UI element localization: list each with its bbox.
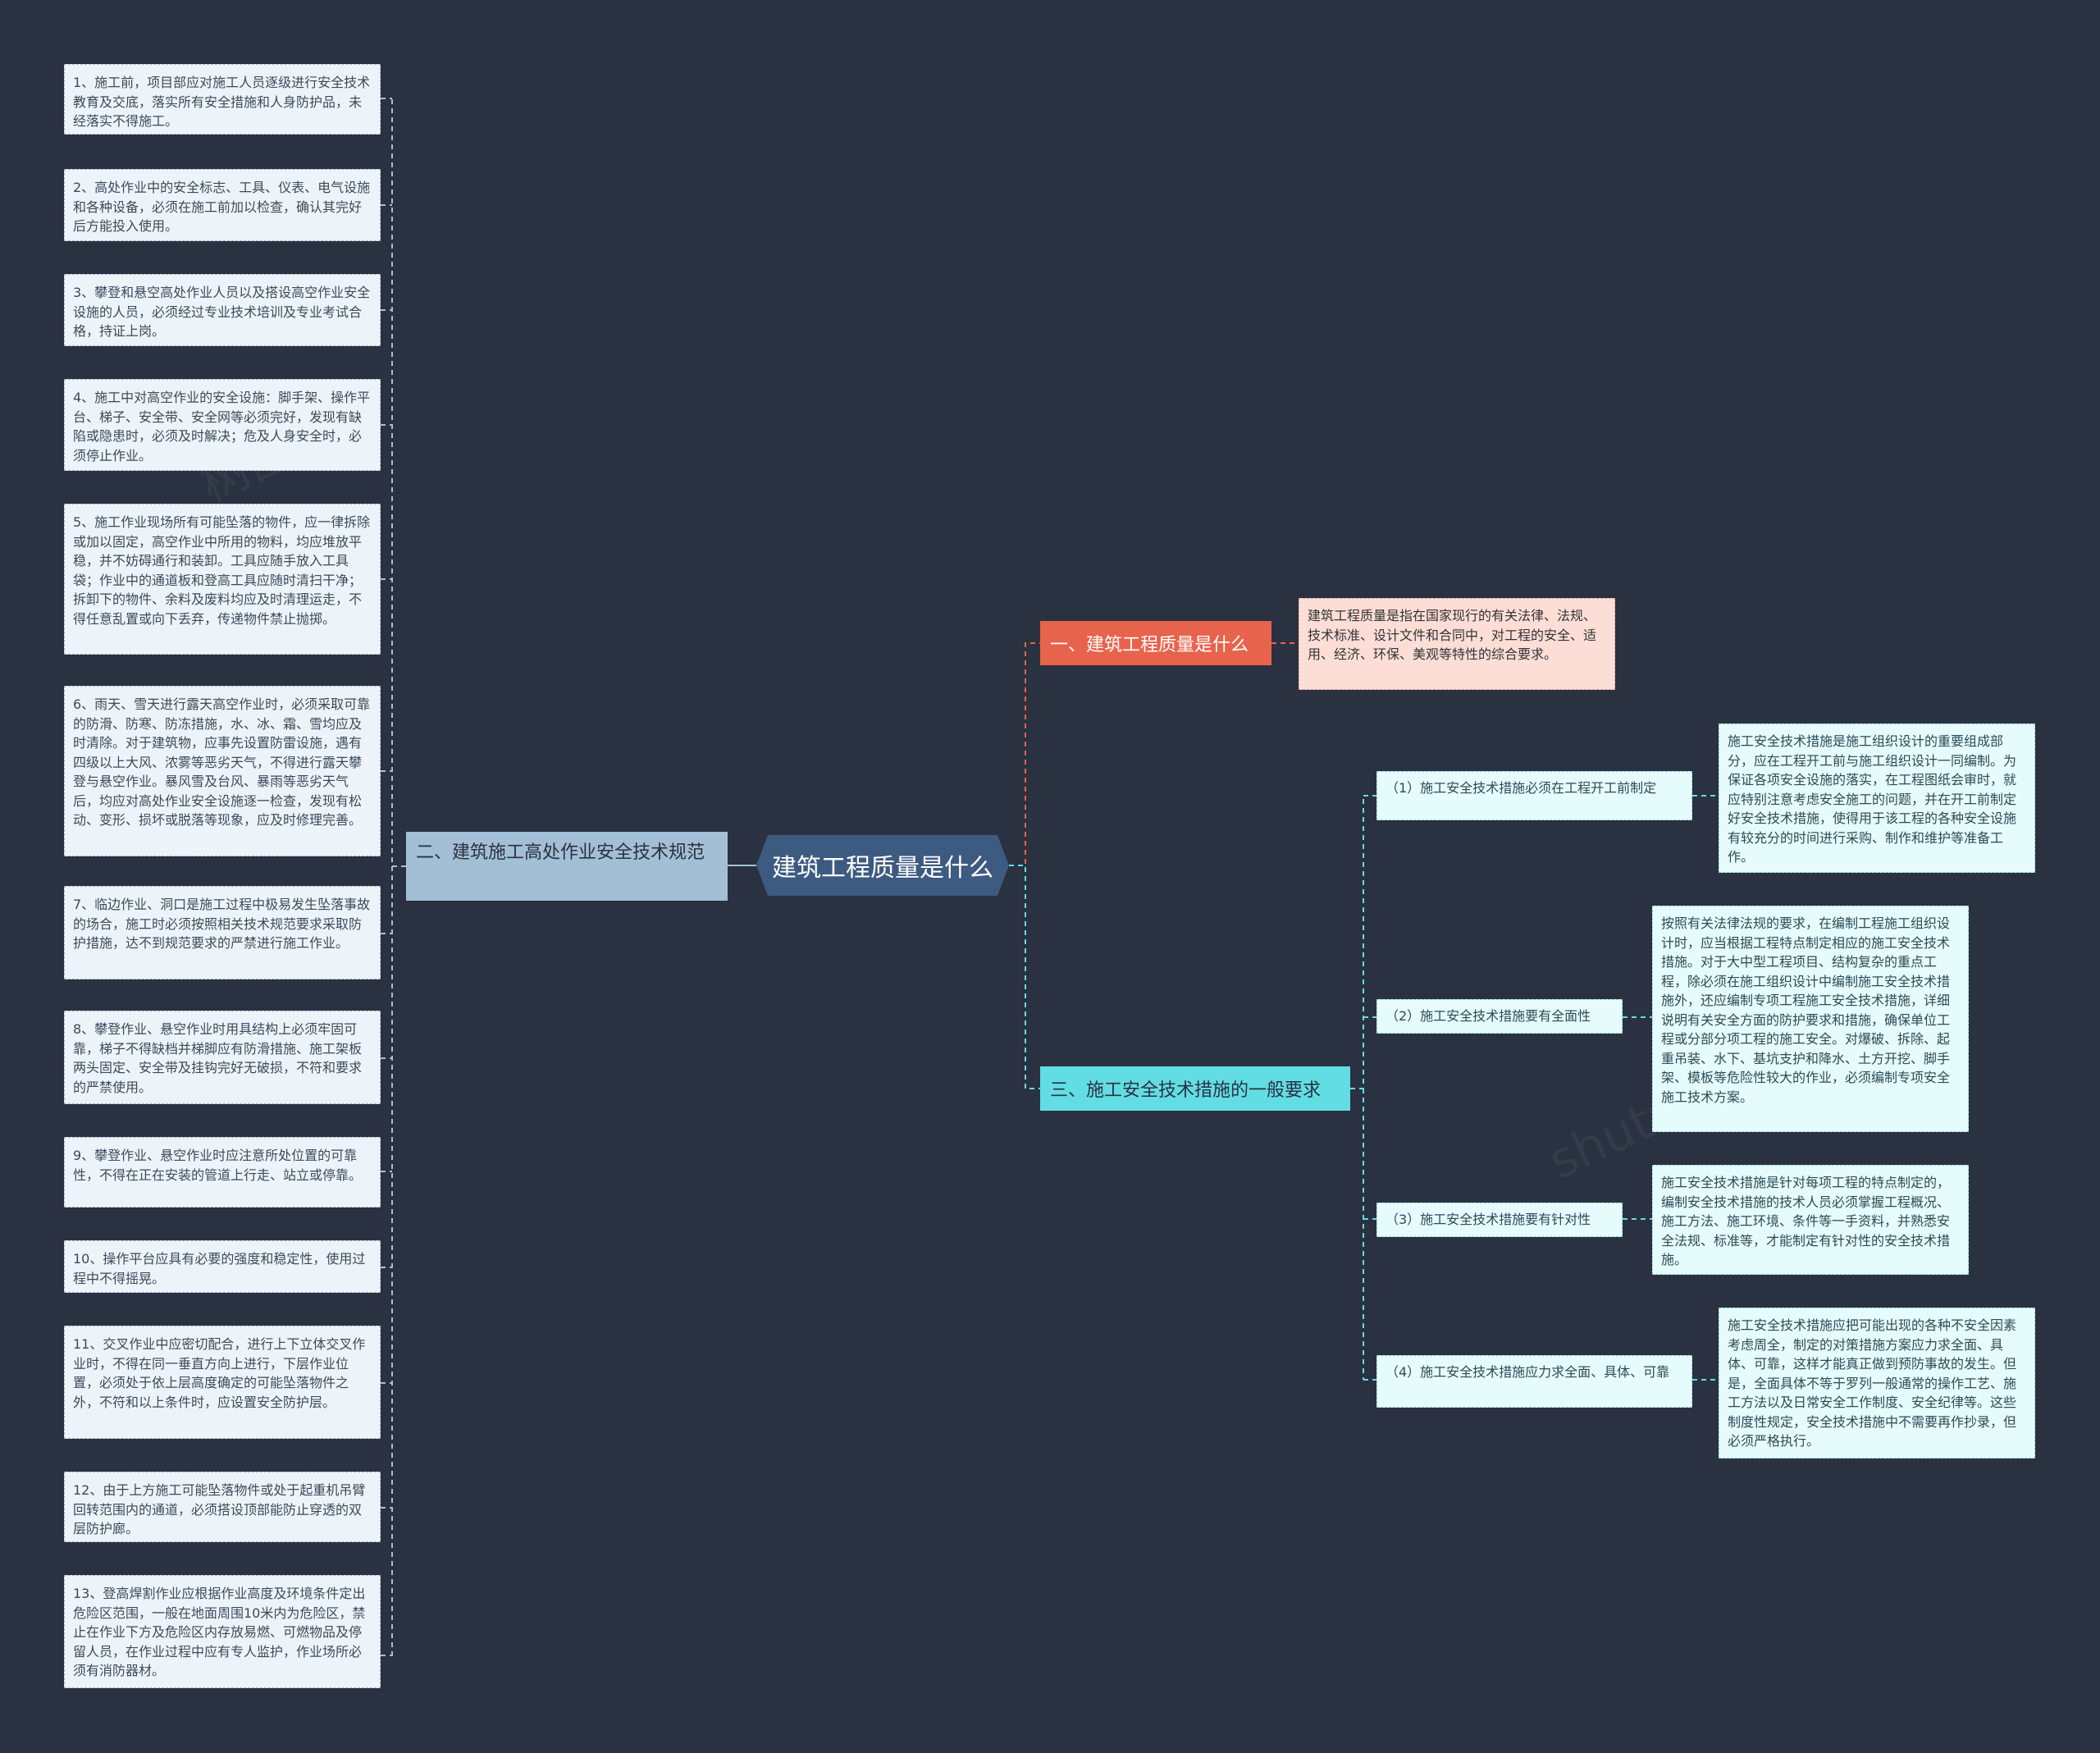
leaf-item-8[interactable]: 8、攀登作业、悬空作业时用具结构上必须牢固可靠，梯子不得缺档并梯脚应有防滑措施、… bbox=[64, 1011, 381, 1104]
leaf-item-6[interactable]: 6、雨天、雪天进行露天高空作业时，必须采取可靠的防滑、防寒、防冻措施，水、冰、霜… bbox=[64, 686, 381, 856]
root-label: 建筑工程质量是什么 bbox=[772, 854, 993, 883]
leaf-item-2[interactable]: 2、高处作业中的安全标志、工具、仪表、电气设施和各种设备，必须在施工前加以检查，… bbox=[64, 169, 381, 241]
branch-3-detail-3[interactable]: 施工安全技术措施是针对每项工程的特点制定的，编制安全技术措施的技术人员必须掌握工… bbox=[1652, 1165, 1969, 1275]
branch-3-detail-4[interactable]: 施工安全技术措施应把可能出现的各种不安全因素考虑周全，制定的对策措施方案应力求全… bbox=[1719, 1308, 2035, 1459]
branch-1[interactable]: 一、建筑工程质量是什么 bbox=[1040, 621, 1271, 665]
link-root-branch3 bbox=[1009, 865, 1040, 1089]
link-branch3-subs bbox=[1363, 795, 1719, 1381]
branch-3-label: 三、施工安全技术措施的一般要求 bbox=[1050, 1080, 1322, 1101]
branch-1-label: 一、建筑工程质量是什么 bbox=[1050, 635, 1249, 655]
branch-3-detail-1[interactable]: 施工安全技术措施是施工组织设计的重要组成部分，应在工程开工前与施工组织设计一同编… bbox=[1719, 724, 2035, 873]
leaf-item-7[interactable]: 7、临边作业、洞口是施工过程中极易发生坠落事故的场合，施工时必须按照相关技术规范… bbox=[64, 886, 381, 979]
leaf-item-4[interactable]: 4、施工中对高空作业的安全设施：脚手架、操作平台、梯子、安全带、安全网等必须完好… bbox=[64, 379, 381, 471]
branch-3-detail-2[interactable]: 按照有关法律法规的要求，在编制工程施工组织设计时，应当根据工程特点制定相应的施工… bbox=[1652, 906, 1969, 1132]
branch-3-sub-2[interactable]: （2）施工安全技术措施要有全面性 bbox=[1376, 999, 1623, 1034]
branch-2[interactable]: 二、建筑施工高处作业安全技术规范 bbox=[406, 832, 728, 901]
link-branch2-leaves bbox=[381, 98, 392, 1656]
leaf-item-1[interactable]: 1、施工前，项目部应对施工人员逐级进行安全技术教育及交底，落实所有安全措施和人身… bbox=[64, 64, 381, 135]
leaf-item-5[interactable]: 5、施工作业现场所有可能坠落的物件，应一律拆除或加以固定，高空作业中所用的物料，… bbox=[64, 504, 381, 655]
root-node[interactable]: 建筑工程质量是什么 bbox=[756, 835, 1009, 896]
branch-3-sub-1[interactable]: （1）施工安全技术措施必须在工程开工前制定 bbox=[1376, 771, 1692, 820]
leaf-item-9[interactable]: 9、攀登作业、悬空作业时应注意所处位置的可靠性，不得在正在安装的管道上行走、站立… bbox=[64, 1137, 381, 1207]
leaf-item-13[interactable]: 13、登高焊割作业应根据作业高度及环境条件定出危险区范围，一般在地面周围10米内… bbox=[64, 1575, 381, 1688]
branch-3-sub-4[interactable]: （4）施工安全技术措施应力求全面、具体、可靠 bbox=[1376, 1355, 1692, 1408]
link-branch3-spine bbox=[1350, 796, 1364, 1380]
leaf-item-3[interactable]: 3、攀登和悬空高处作业人员以及搭设高空作业安全设施的人员，必须经过专业技术培训及… bbox=[64, 274, 381, 346]
leaf-item-10[interactable]: 10、操作平台应具有必要的强度和稳定性，使用过程中不得摇晃。 bbox=[64, 1240, 381, 1293]
branch-3[interactable]: 三、施工安全技术措施的一般要求 bbox=[1040, 1066, 1350, 1111]
branch-3-sub-3[interactable]: （3）施工安全技术措施要有针对性 bbox=[1376, 1203, 1623, 1237]
link-branch2-spine bbox=[391, 98, 406, 1657]
branch-1-detail[interactable]: 建筑工程质量是指在国家现行的有关法律、法规、技术标准、设计文件和合同中，对工程的… bbox=[1299, 598, 1615, 690]
leaf-item-12[interactable]: 12、由于上方施工可能坠落物件或处于起重机吊臂回转范围内的通道，必须搭设顶部能防… bbox=[64, 1472, 381, 1542]
link-root-branch1 bbox=[1009, 642, 1040, 866]
leaf-item-11[interactable]: 11、交叉作业中应密切配合，进行上下立体交叉作业时，不得在同一垂直方向上进行，下… bbox=[64, 1326, 381, 1439]
